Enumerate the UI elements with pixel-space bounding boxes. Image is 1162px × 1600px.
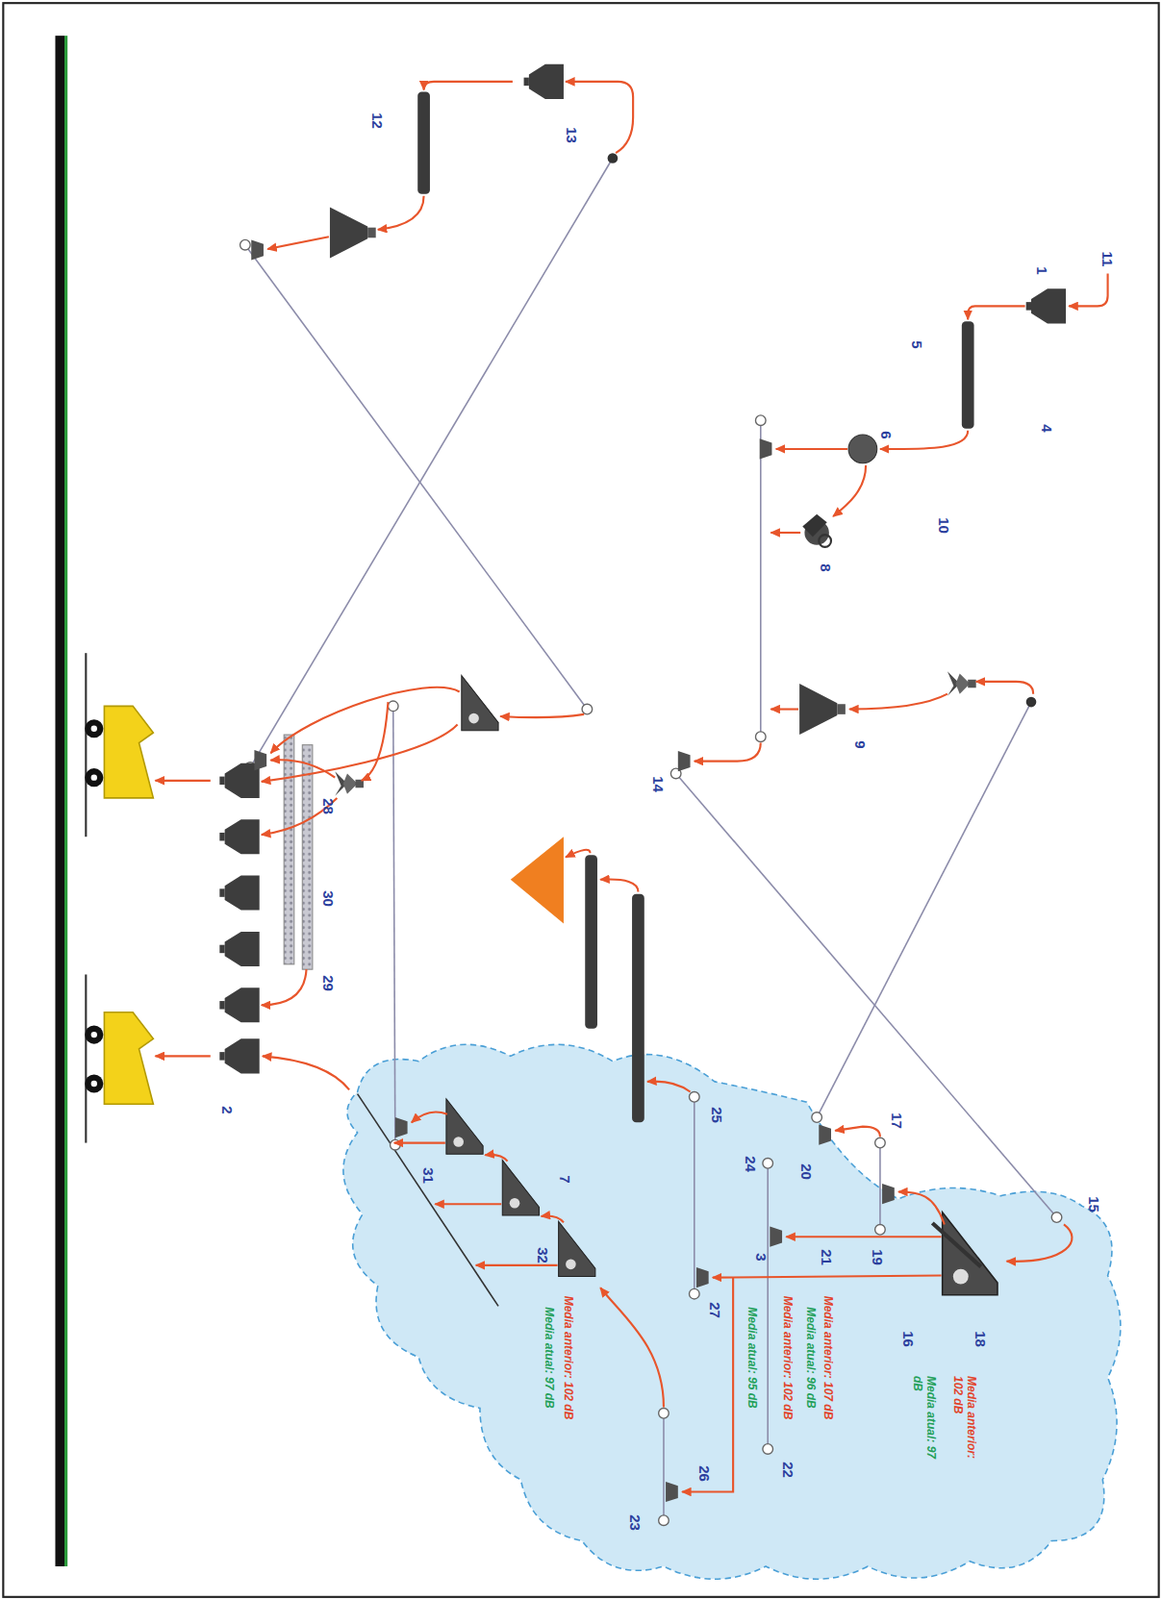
- callout-number: 27: [706, 1303, 723, 1320]
- callout-number: 8: [816, 563, 834, 572]
- noise-level-note: Media anterior: 102 dB: [561, 1295, 576, 1420]
- noise-zone: [343, 1044, 1121, 1580]
- callout-number: 32: [534, 1247, 552, 1264]
- callout-number: 5: [909, 341, 926, 350]
- belt-conveyors: [240, 152, 1062, 1526]
- callout-number: 31: [420, 1168, 437, 1186]
- callout-number: 6: [878, 430, 895, 439]
- callout-number: 11: [1099, 252, 1116, 268]
- noise-level-note: Media anterior: 102 dB: [781, 1295, 795, 1420]
- callout-number: 30: [320, 890, 337, 908]
- callout-number: 13: [563, 126, 581, 144]
- callout-number: 21: [818, 1249, 835, 1266]
- noise-level-note: Media atual: 97 dB: [910, 1376, 938, 1473]
- noise-level-note: Media anterior: 102 dB: [951, 1376, 979, 1473]
- noise-level-note: Media anterior: 107 dB: [822, 1295, 836, 1420]
- callout-number: 1: [1033, 266, 1050, 275]
- noise-level-note: Media atual: 97 dB: [541, 1307, 556, 1409]
- noise-level-note: Media atual: 96 dB: [804, 1307, 818, 1409]
- callout-number: 7: [556, 1175, 574, 1184]
- callout-number: 9: [851, 741, 868, 750]
- noise-level-note: Media atual: 95 dB: [744, 1307, 758, 1409]
- callout-number: 14: [650, 776, 667, 793]
- equipment: [84, 64, 1066, 1503]
- callout-number: 26: [696, 1465, 713, 1483]
- callout-number: 29: [320, 975, 337, 992]
- callout-number: 18: [971, 1331, 988, 1348]
- callout-number: 23: [627, 1515, 644, 1532]
- callout-number: 22: [780, 1462, 797, 1479]
- callout-number: 28: [320, 798, 337, 815]
- callout-number: 12: [369, 112, 386, 129]
- callout-number: 17: [887, 1112, 905, 1130]
- callout-number: 24: [742, 1156, 759, 1173]
- callout-number: 4: [1038, 425, 1056, 433]
- callout-number: 2: [218, 1107, 235, 1115]
- callout-number: 20: [798, 1163, 815, 1181]
- callout-number: 3: [752, 1254, 769, 1263]
- callout-number: 15: [1086, 1196, 1103, 1213]
- callout-number: 10: [935, 517, 953, 534]
- callout-number: 19: [869, 1249, 886, 1266]
- callout-number: 25: [708, 1107, 726, 1124]
- callout-number: 16: [900, 1331, 917, 1348]
- material-flow-arrows: [154, 81, 1108, 1493]
